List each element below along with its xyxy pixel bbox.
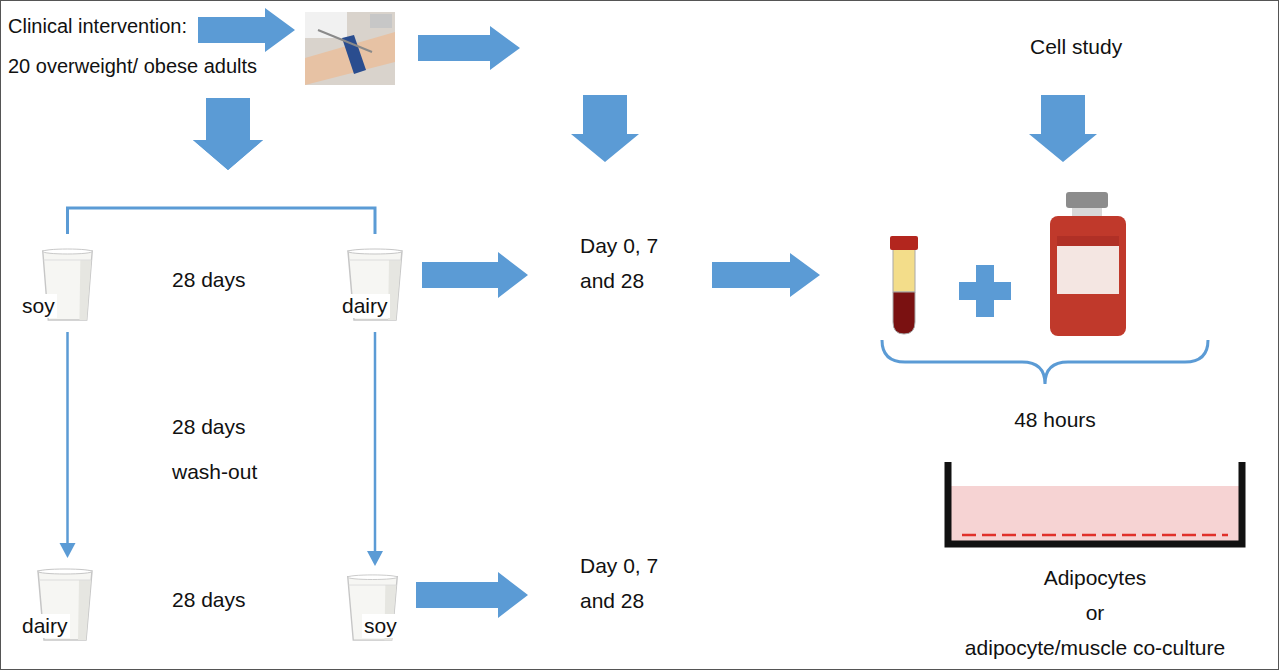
milk-glass-node: soy	[340, 574, 406, 644]
text-label: Adipocytes	[1044, 566, 1147, 590]
connector-arrow	[367, 332, 383, 566]
connector-arrow	[68, 98, 264, 234]
glass-label: soy	[20, 294, 57, 318]
glass-label: dairy	[20, 614, 70, 638]
connector-arrow	[416, 572, 528, 618]
connector-arrow	[422, 252, 528, 298]
text-node: Clinical intervention: 20 overweight/ obe…	[8, 14, 257, 78]
block-arrow	[1029, 95, 1097, 162]
plus-sign	[959, 265, 1011, 317]
text-label: 28 days	[172, 588, 246, 612]
medium-bottle	[1050, 192, 1126, 336]
node-text: 20 overweight/ obese adults	[8, 54, 257, 78]
connector-arrow	[193, 98, 375, 234]
text-node: Day 0, 7 and 28	[580, 228, 688, 298]
text-label: 28 days wash-out	[172, 404, 272, 494]
milk-glass-node: soy	[20, 248, 100, 326]
node-text: Cell study	[1030, 34, 1122, 60]
block-arrow	[712, 253, 820, 297]
milk-glass-node: dairy	[340, 248, 412, 326]
block-arrow	[198, 8, 295, 52]
connector-arrow	[60, 332, 76, 558]
block-arrow	[571, 95, 639, 162]
text-node: Cell study	[1030, 34, 1122, 60]
node-text: Clinical intervention:	[8, 14, 257, 38]
culture-dish	[948, 462, 1242, 544]
blood-tube	[890, 236, 918, 334]
text-label: 28 days	[172, 268, 246, 292]
milk-glass-node: dairy	[20, 566, 100, 644]
text-label: or	[1086, 601, 1105, 625]
glass-label: soy	[362, 614, 399, 638]
text-label: adipocyte/muscle co-culture	[965, 636, 1225, 660]
text-node: Day 0, 7 and 28	[580, 548, 688, 618]
glass-label: dairy	[340, 294, 390, 318]
text-label: 48 hours	[1014, 408, 1096, 432]
node-text: Day 0, 7 and 28	[580, 228, 688, 298]
node-text: Day 0, 7 and 28	[580, 548, 688, 618]
brace	[882, 340, 1208, 384]
blood-draw-photo	[305, 12, 395, 85]
block-arrow	[418, 26, 520, 70]
